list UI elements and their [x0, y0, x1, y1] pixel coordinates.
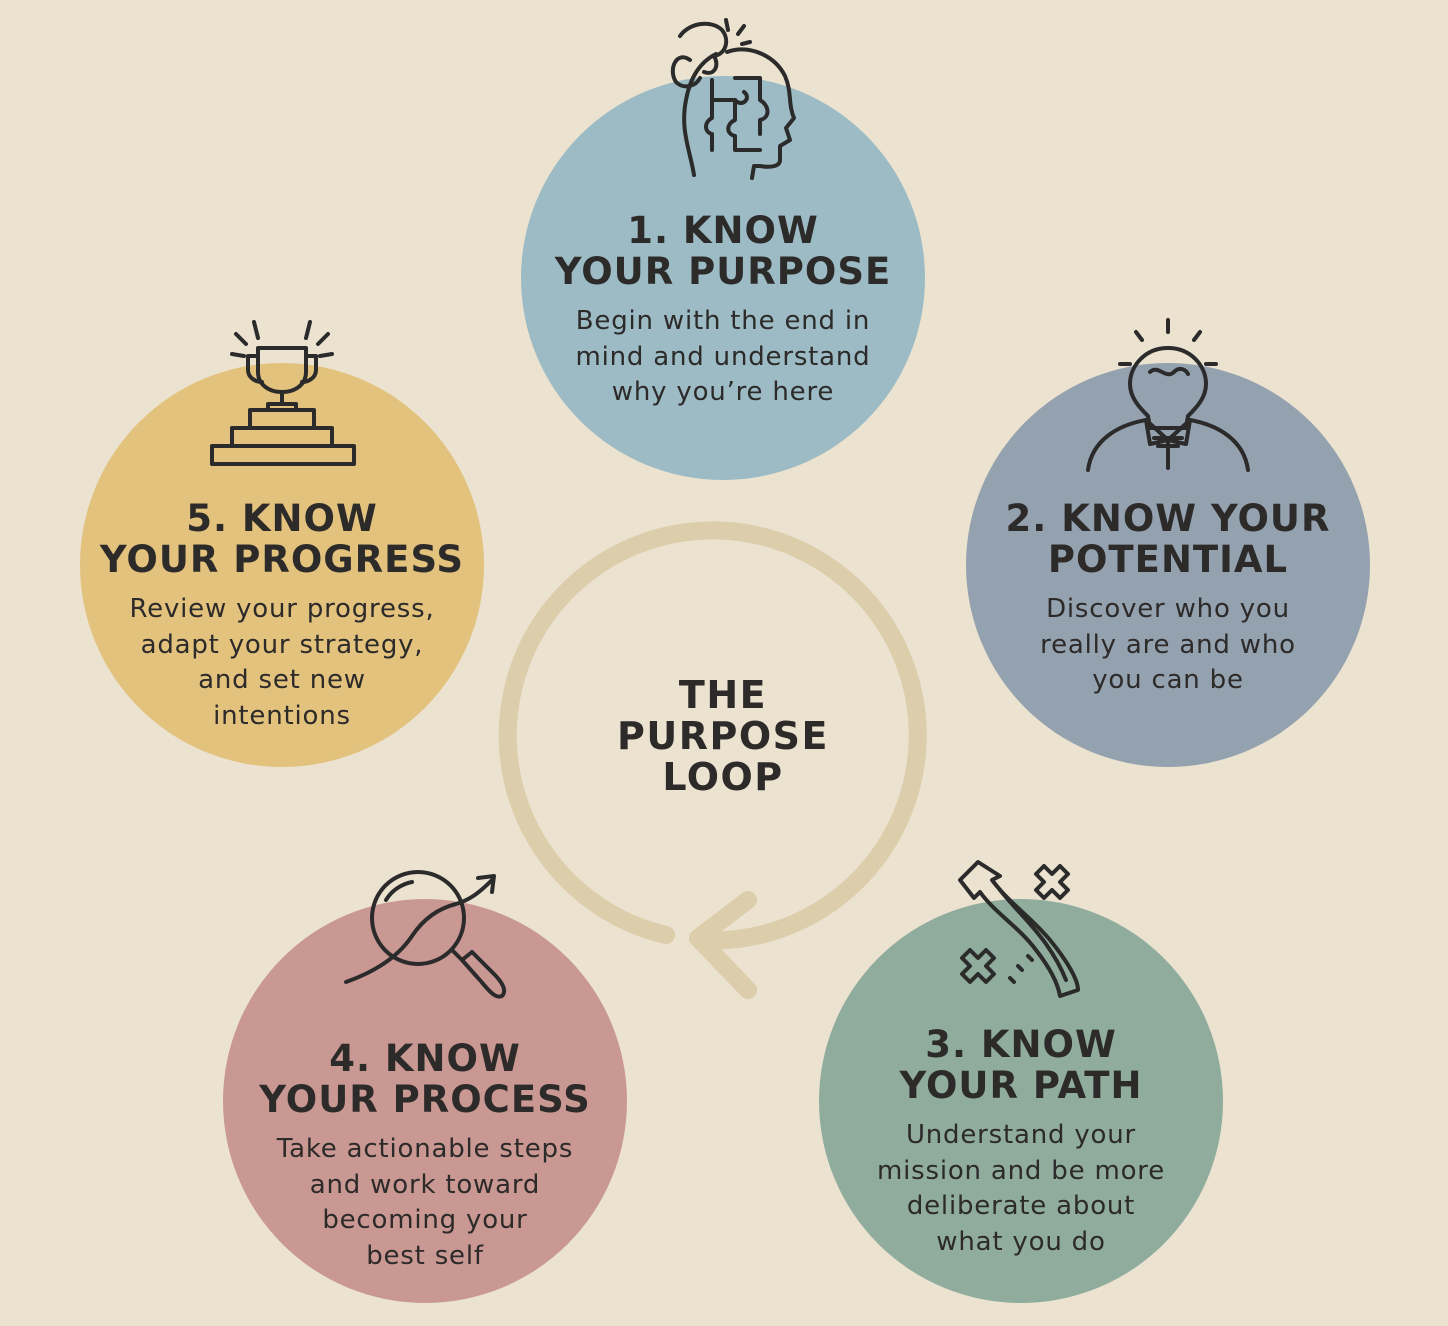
step-4-text: 4. KNOW YOUR PROCESS Take actionable ste… [225, 1038, 625, 1274]
title-line: 4. KNOW [329, 1037, 521, 1080]
magnifier-growth-icon [344, 870, 507, 999]
step-5-circle [80, 363, 484, 767]
head-puzzle-icon [670, 18, 796, 180]
step-2-title: 2. KNOW YOUR POTENTIAL [968, 498, 1368, 580]
step-3-circle [819, 899, 1223, 1303]
description-line: mind and understand [575, 341, 871, 372]
step-3-text: 3. KNOW YOUR PATH Understand your missio… [821, 1024, 1221, 1260]
step-3-title: 3. KNOW YOUR PATH [821, 1024, 1221, 1106]
step-4-title: 4. KNOW YOUR PROCESS [225, 1038, 625, 1120]
step-5-text: 5. KNOW YOUR PROGRESS Review your progre… [82, 498, 482, 734]
title-line: 3. KNOW [925, 1023, 1117, 1066]
center-title-line: THE [678, 673, 768, 717]
title-line: YOUR PROGRESS [99, 538, 465, 581]
description-line: what you do [936, 1226, 1106, 1257]
description-line: really are and who [1040, 629, 1296, 660]
title-line: 1. KNOW [627, 209, 819, 252]
title-line: POTENTIAL [1047, 538, 1289, 581]
description-line: and set new [198, 665, 366, 695]
step-1-circle [521, 76, 925, 480]
description-line: you can be [1092, 665, 1244, 695]
path-strategy-icon [958, 860, 1080, 998]
description-line: becoming your [322, 1205, 528, 1235]
step-4-description: Take actionable steps and work toward be… [225, 1132, 625, 1274]
description-line: Review your progress, [129, 594, 435, 624]
description-line: Understand your [905, 1120, 1137, 1150]
lightbulb-head-icon [1086, 318, 1250, 472]
step-1-text: 1. KNOW YOUR PURPOSE Begin with the end … [523, 210, 923, 411]
title-line: YOUR PURPOSE [554, 250, 892, 293]
title-line: YOUR PATH [899, 1064, 1143, 1107]
description-line: and work toward [309, 1169, 541, 1200]
step-2-description: Discover who you really are and who you … [968, 592, 1368, 699]
step-4-circle [223, 899, 627, 1303]
step-1-title: 1. KNOW YOUR PURPOSE [523, 210, 923, 292]
step-5-title: 5. KNOW YOUR PROGRESS [82, 498, 482, 580]
center-title-line: LOOP [662, 755, 784, 799]
title-line: YOUR PROCESS [259, 1078, 591, 1121]
description-line: best self [366, 1240, 484, 1271]
step-3-description: Understand your mission and be more deli… [821, 1118, 1221, 1260]
description-line: deliberate about [906, 1191, 1136, 1221]
description-line: Discover who you [1046, 594, 1290, 624]
step-2-text: 2. KNOW YOUR POTENTIAL Discover who you … [968, 498, 1368, 699]
trophy-podium-icon [210, 320, 356, 466]
title-line: 2. KNOW YOUR [1005, 497, 1331, 540]
step-2-circle [966, 363, 1370, 767]
description-line: Take actionable steps [276, 1134, 574, 1164]
step-5-description: Review your progress, adapt your strateg… [82, 592, 482, 734]
center-title-line: PURPOSE [617, 714, 829, 758]
loop-arrow [498, 521, 927, 999]
description-line: why you’re here [611, 377, 835, 407]
step-1-description: Begin with the end in mind and understan… [523, 304, 923, 411]
title-line: 5. KNOW [186, 497, 378, 540]
description-line: mission and be more [876, 1155, 1165, 1186]
description-line: Begin with the end in [575, 306, 871, 336]
description-line: adapt your strategy, [140, 629, 424, 660]
center-title: THE PURPOSE LOOP [573, 675, 873, 798]
description-line: intentions [213, 700, 351, 731]
